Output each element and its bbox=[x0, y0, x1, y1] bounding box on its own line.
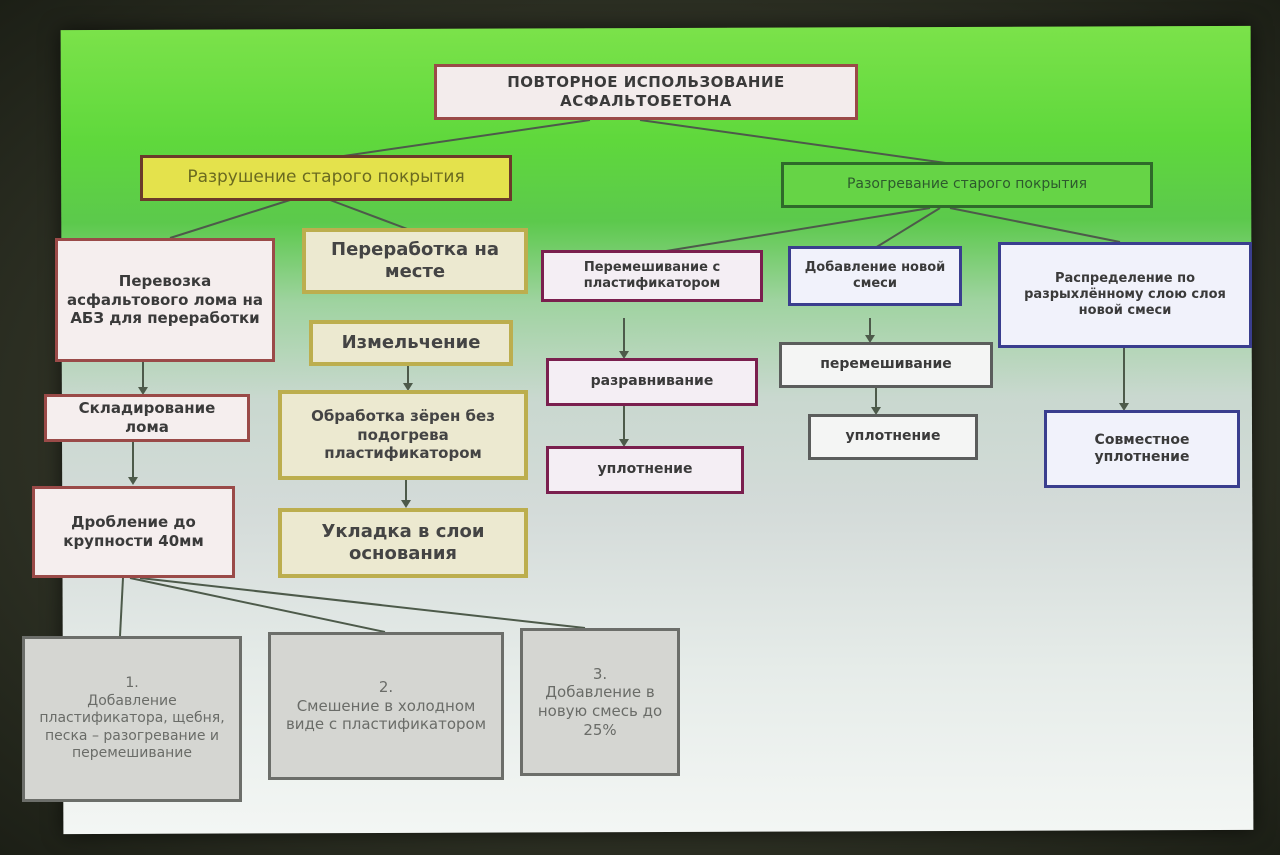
transport-head: Перевозка асфальтового лома на АБЗ для п… bbox=[55, 238, 275, 362]
mix-leveling: разравнивание bbox=[546, 358, 758, 406]
spread-head: Распределение по разрыхлённому слою слоя… bbox=[998, 242, 1252, 348]
option-1-number: 1. bbox=[125, 675, 139, 692]
branch-heating: Разогревание старого покрытия bbox=[781, 162, 1153, 208]
branch-destruction: Разрушение старого покрытия bbox=[140, 155, 512, 201]
option-3: 3. Добавление в новую смесь до 25% bbox=[520, 628, 680, 776]
spread-compaction: Совместное уплотнение bbox=[1044, 410, 1240, 488]
add-head: Добавление новой смеси bbox=[788, 246, 962, 306]
option-2-number: 2. bbox=[378, 677, 394, 696]
onsite-grinding: Измельчение bbox=[309, 320, 513, 366]
option-2-text: Смешение в холодном виде с пластификатор… bbox=[285, 696, 487, 734]
add-mixing: перемешивание bbox=[779, 342, 993, 388]
onsite-treatment: Обработка зёрен без подогрева пластифика… bbox=[278, 390, 528, 480]
transport-storage: Складирование лома bbox=[44, 394, 250, 442]
mix-compaction: уплотнение bbox=[546, 446, 744, 494]
add-compaction: уплотнение bbox=[808, 414, 978, 460]
option-1-text: Добавление пластификатора, щебня, песка … bbox=[39, 692, 225, 762]
diagram-title: ПОВТОРНОЕ ИСПОЛЬЗОВАНИЕ АСФАЛЬТОБЕТОНА bbox=[434, 64, 858, 120]
onsite-laying: Укладка в слои основания bbox=[278, 508, 528, 578]
option-1: 1. Добавление пластификатора, щебня, пес… bbox=[22, 636, 242, 802]
mix-head: Перемешивание с пластификатором bbox=[541, 250, 763, 302]
transport-crushing: Дробление до крупности 40мм bbox=[32, 486, 235, 578]
onsite-head: Переработка на месте bbox=[302, 228, 528, 294]
option-3-number: 3. bbox=[592, 664, 608, 683]
option-3-text: Добавление в новую смесь до 25% bbox=[537, 683, 663, 739]
option-2: 2. Смешение в холодном виде с пластифика… bbox=[268, 632, 504, 780]
